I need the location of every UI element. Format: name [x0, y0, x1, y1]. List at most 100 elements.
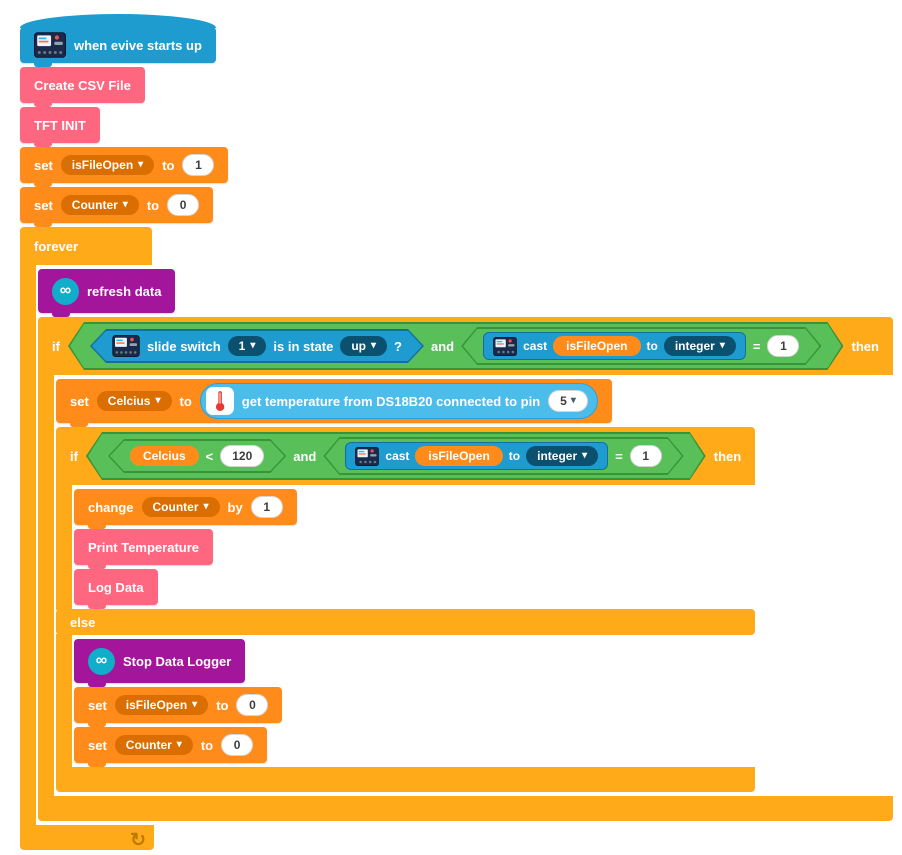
if-header-inner[interactable]: if Celcius < 120 and: [56, 427, 756, 485]
cast-type-dropdown[interactable]: integer ▾: [526, 446, 598, 466]
variable-dropdown-label: isFileOpen: [71, 157, 134, 172]
switch-number-dropdown[interactable]: 1 ▾: [228, 336, 267, 356]
keyword-change: change: [88, 499, 134, 515]
set-counter-0-block[interactable]: set Counter ▾ to 0: [20, 187, 214, 227]
variable-reporter-isfileopen[interactable]: isFileOpen: [553, 336, 640, 356]
log-data-block[interactable]: Log Data: [74, 569, 158, 609]
dropdown-arrow-icon: ▾: [719, 339, 725, 351]
reporter-label: get temperature from DS18B20 connected t…: [241, 393, 541, 409]
number-input[interactable]: 1: [630, 445, 662, 467]
slide-switch-label: slide switch: [146, 338, 221, 354]
equals-operator-label: =: [752, 338, 761, 354]
switch-state-dropdown[interactable]: up ▾: [340, 336, 387, 356]
equals-boolean[interactable]: cast isFileOpen to integer ▾ =: [461, 327, 821, 365]
keyword-to: to: [146, 197, 160, 213]
variable-reporter-celcius[interactable]: Celcius: [130, 446, 199, 466]
dropdown-arrow-icon: ▾: [570, 394, 576, 406]
variable-dropdown-label: Counter: [152, 499, 199, 514]
if-block-outer[interactable]: if: [38, 317, 893, 821]
variable-dropdown[interactable]: isFileOpen ▾: [114, 694, 209, 716]
evive-icon: [493, 337, 517, 356]
set-counter-0-block-else[interactable]: set Counter ▾ to 0: [74, 727, 268, 767]
set-celcius-block[interactable]: set Celcius ▾ to: [56, 379, 612, 427]
dropdown-arrow-icon: ▾: [122, 198, 128, 210]
cast-reporter[interactable]: cast isFileOpen to integer ▾: [345, 442, 608, 470]
variable-dropdown[interactable]: Counter ▾: [60, 194, 139, 216]
keyword-set: set: [70, 393, 89, 409]
when-evive-starts-up-block[interactable]: when evive starts up: [20, 14, 216, 67]
variable-dropdown[interactable]: Counter ▾: [114, 734, 193, 756]
number-input[interactable]: 1: [767, 335, 799, 357]
set-isfileopen-1-block[interactable]: set isFileOpen ▾ to 1: [20, 147, 229, 187]
dropdown-arrow-icon: ▾: [203, 500, 209, 512]
variable-dropdown-label: Counter: [125, 737, 172, 752]
tft-init-block[interactable]: TFT INIT: [20, 107, 100, 147]
dropdown-arrow-icon: ▾: [138, 158, 144, 170]
keyword-cast: cast: [523, 339, 548, 353]
value-input[interactable]: 0: [221, 733, 254, 757]
variable-dropdown[interactable]: isFileOpen ▾: [60, 154, 155, 176]
less-than-operator-label: <: [205, 448, 214, 464]
equals-operator-label: =: [615, 448, 623, 464]
value-input[interactable]: 1: [182, 153, 215, 177]
if-footer-outer[interactable]: [38, 796, 893, 821]
number-input[interactable]: 120: [220, 445, 264, 467]
else-bar[interactable]: else: [56, 609, 756, 635]
equals-boolean[interactable]: cast isFileOpen to integer ▾: [323, 437, 683, 475]
evive-icon: [355, 447, 379, 466]
forever-block[interactable]: forever ∞ refresh data if: [20, 227, 893, 850]
evive-icon: [112, 335, 140, 357]
and-boolean[interactable]: Celcius < 120 and: [86, 432, 706, 480]
and-boolean[interactable]: slide switch 1 ▾ is in state up ▾: [68, 322, 844, 370]
and-operator-label: and: [431, 338, 455, 354]
if-body-inner: change Counter ▾ by 1: [56, 484, 755, 610]
less-than-boolean[interactable]: Celcius < 120: [108, 439, 286, 473]
variable-dropdown[interactable]: Counter ▾: [141, 496, 220, 518]
forever-body: ∞ refresh data if: [20, 264, 893, 826]
value-input[interactable]: 0: [167, 193, 200, 217]
forever-footer[interactable]: ↻: [20, 825, 154, 850]
keyword-else: else: [70, 614, 96, 630]
if-body-outer: set Celcius ▾ to: [38, 374, 893, 797]
dropdown-arrow-icon: ▾: [582, 449, 588, 461]
and-operator-label: and: [293, 448, 317, 464]
keyword-to: to: [200, 737, 214, 753]
switch-state-label: up: [351, 338, 367, 353]
cast-reporter[interactable]: cast isFileOpen to integer ▾: [483, 332, 746, 360]
create-csv-file-block[interactable]: Create CSV File: [20, 67, 145, 107]
if-else-block-inner[interactable]: if Celcius < 120 and: [56, 427, 756, 792]
keyword-set: set: [34, 197, 53, 213]
variable-reporter-isfileopen[interactable]: isFileOpen: [415, 446, 502, 466]
keyword-to: to: [162, 157, 175, 173]
forever-header[interactable]: forever: [20, 227, 152, 265]
block-label: Log Data: [88, 579, 144, 595]
keyword-if: if: [52, 338, 60, 354]
value-input[interactable]: 0: [236, 693, 269, 717]
keyword-if: if: [70, 448, 78, 464]
cast-type-label: integer: [674, 338, 715, 353]
cast-type-dropdown[interactable]: integer ▾: [664, 336, 736, 356]
keyword-by: by: [227, 499, 243, 515]
variable-dropdown[interactable]: Celcius ▾: [96, 390, 172, 412]
block-label: Create CSV File: [34, 77, 131, 93]
slide-switch-boolean[interactable]: slide switch 1 ▾ is in state up ▾: [90, 329, 424, 363]
change-counter-block[interactable]: change Counter ▾ by 1: [74, 489, 297, 529]
print-temperature-block[interactable]: Print Temperature: [74, 529, 214, 569]
pin-dropdown[interactable]: 5 ▾: [548, 389, 588, 413]
is-in-state-label: is in state: [273, 338, 334, 354]
keyword-cast: cast: [385, 449, 410, 463]
if-header-outer[interactable]: if: [38, 317, 893, 375]
refresh-data-block[interactable]: ∞ refresh data: [38, 269, 176, 317]
dropdown-arrow-icon: ▾: [176, 738, 182, 750]
stop-data-logger-block[interactable]: ∞ Stop Data Logger: [74, 639, 246, 687]
dropdown-arrow-icon: ▾: [155, 394, 161, 406]
dropdown-arrow-icon: ▾: [192, 698, 198, 710]
question-mark-label: ?: [394, 338, 402, 354]
temperature-reporter[interactable]: get temperature from DS18B20 connected t…: [199, 383, 598, 419]
set-isfileopen-0-block[interactable]: set isFileOpen ▾ to 0: [74, 687, 283, 727]
value-input[interactable]: 1: [250, 495, 283, 519]
if-footer-inner[interactable]: [56, 767, 756, 792]
variable-dropdown-label: Celcius: [107, 393, 151, 408]
pin-dropdown-label: 5: [560, 393, 567, 408]
